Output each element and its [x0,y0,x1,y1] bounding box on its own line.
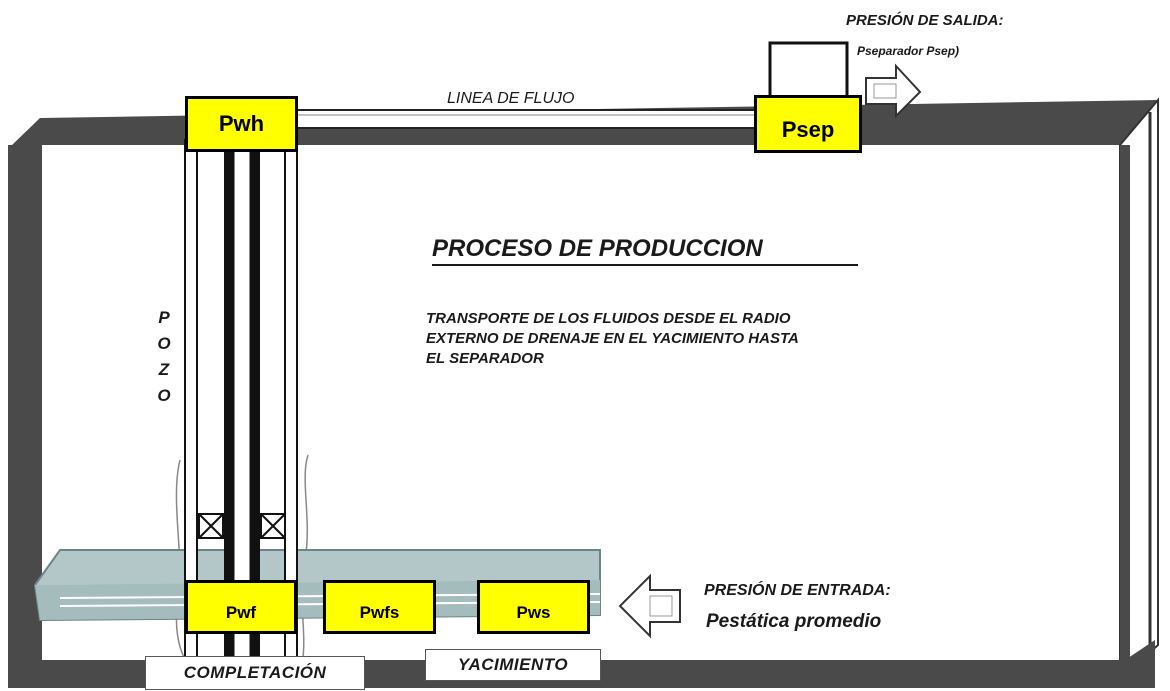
completion-label: COMPLETACIÓN [145,656,365,690]
description-line-2: EXTERNO DE DRENAJE EN EL YACIMIENTO HAST… [426,330,799,347]
separator-cap [768,41,849,103]
inlet-pressure-subtitle: Pestática promedio [706,611,882,632]
pwfs-box: Pwfs [323,580,436,634]
outlet-pressure-title: PRESIÓN DE SALIDA: [846,12,1004,29]
well-label: POZO [157,308,171,405]
pwf-box: Pwf [185,580,297,634]
description-line-3: EL SEPARADOR [426,350,544,367]
outlet-arrow [865,63,922,119]
right-wall-front [1120,145,1130,680]
tubing-right [250,140,260,665]
packer-right [260,513,286,539]
flow-line-label: LINEA DE FLUJO [447,90,575,107]
reservoir-label: YACIMIENTO [425,649,601,681]
tubing-left [224,140,234,665]
flow-line [289,109,761,129]
outlet-pressure-subtitle: Pseparador Psep) [857,44,960,58]
left-wall [8,145,42,665]
pwh-box: Pwh [185,96,298,152]
psep-box: Psep [754,95,862,153]
inlet-pressure-title: PRESIÓN DE ENTRADA: [704,582,891,599]
description-line-1: TRANSPORTE DE LOS FLUIDOS DESDE EL RADIO [426,310,791,327]
pws-box: Pws [477,580,590,634]
packer-left [198,513,224,539]
process-title: PROCESO DE PRODUCCION [432,235,763,262]
